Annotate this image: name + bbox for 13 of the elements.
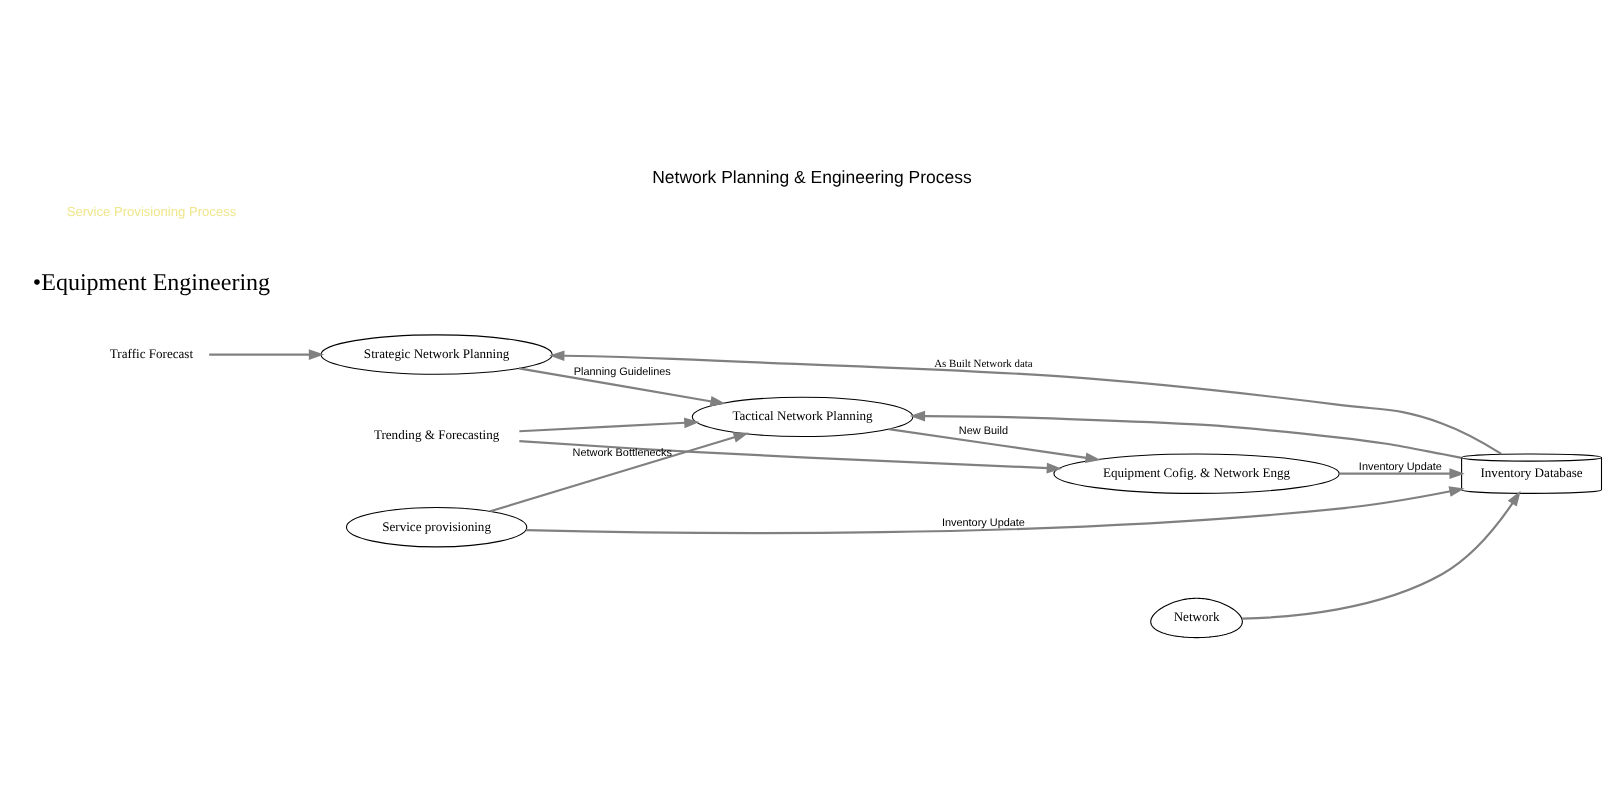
arrow — [489, 431, 749, 512]
arrow — [888, 427, 1101, 463]
arrow — [525, 485, 1465, 534]
arrow — [209, 348, 325, 359]
arrow — [519, 439, 1063, 473]
label: •Equipment Engineering — [32, 266, 271, 295]
arrow — [909, 409, 1462, 458]
arrow — [1242, 489, 1521, 619]
arrow — [518, 366, 726, 406]
arrow — [519, 416, 700, 432]
diagram-title: Network Planning & Engineering Process — [652, 165, 972, 186]
arrow — [1339, 467, 1465, 479]
arrow — [549, 349, 1502, 454]
